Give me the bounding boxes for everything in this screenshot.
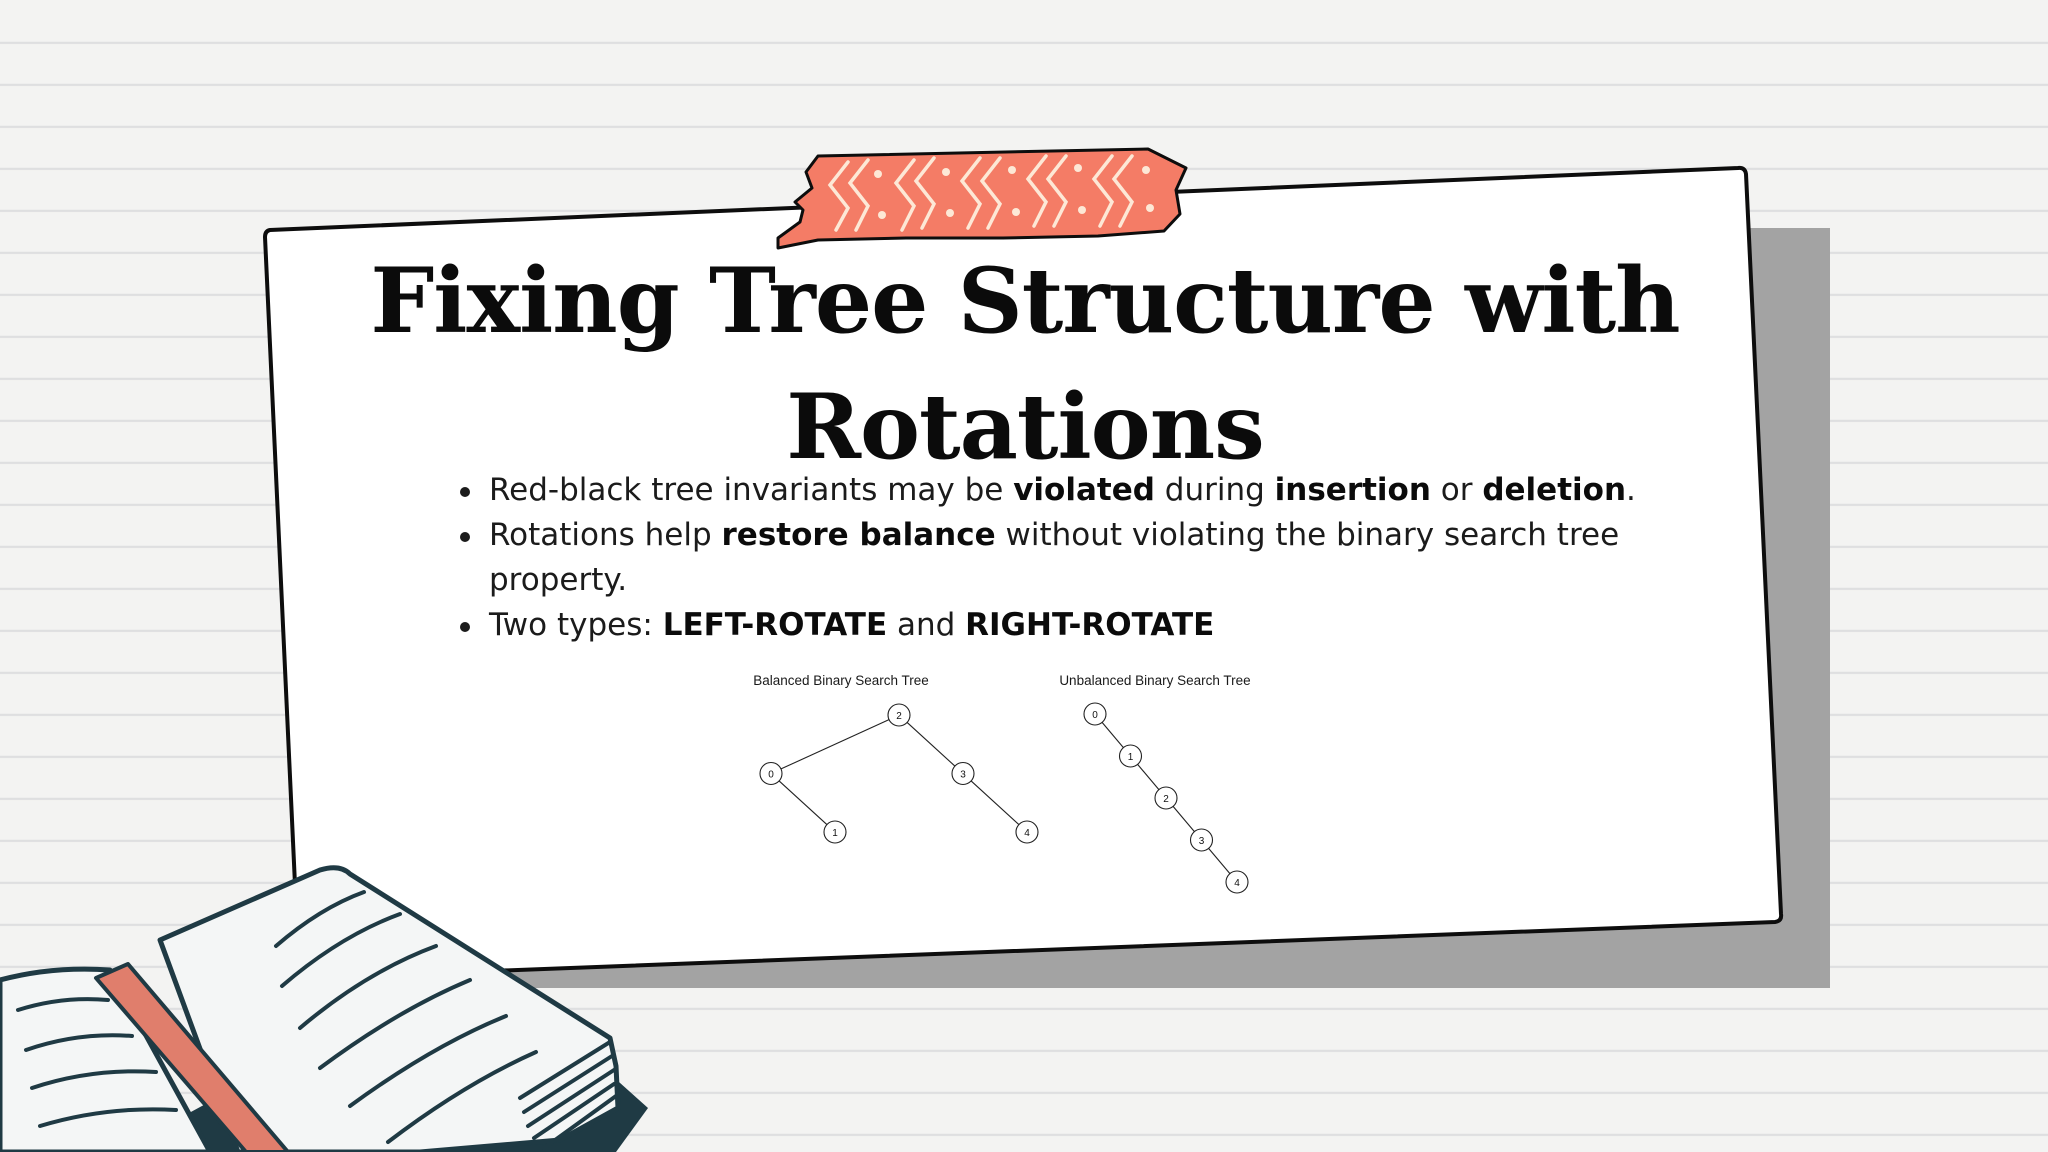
- tree-node: [1225, 870, 1249, 894]
- tree-edge: [906, 722, 956, 767]
- tree-node-label: 3: [960, 769, 966, 780]
- tree-node: [759, 761, 783, 786]
- bullet-text: and: [887, 607, 966, 643]
- open-book-illustration: [0, 865, 648, 1152]
- tree-edge: [970, 780, 1020, 825]
- tree-node: [1118, 744, 1143, 768]
- tree-node-label: 3: [1199, 836, 1205, 847]
- tree-node-label: 2: [896, 711, 902, 722]
- tree-edge: [1137, 764, 1160, 790]
- slide-title: Fixing Tree Structure with Rotations: [370, 248, 1680, 480]
- tree-node: [1189, 828, 1214, 852]
- tree-node-label: 0: [1092, 710, 1098, 721]
- bullet-dot: [460, 487, 470, 497]
- tree-node-label: 4: [1024, 828, 1030, 839]
- tree-node: [887, 703, 911, 727]
- bullet-list: Red-black tree invariants may be violate…: [460, 468, 1649, 648]
- washi-tape-decoration: [776, 147, 1188, 250]
- tree-node: [1015, 820, 1039, 844]
- tree-edge: [1208, 848, 1231, 874]
- bullet-text: without violating the binary search tree…: [489, 517, 1620, 598]
- tree-node: [1083, 702, 1107, 726]
- bullet-text: Red-black tree invariants may be: [489, 472, 1014, 508]
- tree-edge: [778, 780, 828, 825]
- balanced-tree: Balanced Binary Search Tree 2 0 3 1 4: [753, 673, 1039, 844]
- unbalanced-tree: Unbalanced Binary Search Tree 0 1 2 3 4: [1059, 673, 1251, 894]
- bullet-text: during: [1154, 472, 1275, 508]
- tree-node-label: 2: [1163, 794, 1169, 805]
- bullet-item: Two types: LEFT-ROTATE and RIGHT-ROTATE: [460, 603, 1649, 648]
- bullet-emphasis: insertion: [1274, 472, 1431, 508]
- bullet-text: or: [1430, 472, 1483, 508]
- bullet-emphasis: RIGHT-ROTATE: [965, 607, 1215, 643]
- tree-edge: [1172, 806, 1195, 832]
- tree-edge: [1101, 722, 1124, 748]
- tree-node: [1154, 786, 1178, 810]
- bullet-emphasis: LEFT-ROTATE: [662, 607, 888, 643]
- tree-edge: [780, 719, 890, 770]
- tree-node-label: 4: [1234, 878, 1240, 889]
- tree-node-label: 1: [832, 828, 838, 839]
- bullet-emphasis: restore balance: [721, 517, 996, 553]
- bullet-text: .: [1626, 472, 1636, 508]
- bullet-item: Red-black tree invariants may be violate…: [460, 468, 1649, 513]
- tree-node-label: 1: [1128, 752, 1134, 763]
- unbalanced-tree-title: Unbalanced Binary Search Tree: [1059, 673, 1250, 688]
- content-card: [263, 165, 1784, 980]
- bullet-text: Rotations help: [489, 517, 722, 553]
- bullet-dot: [460, 622, 470, 632]
- bullet-text: Two types:: [489, 607, 663, 643]
- tree-node-label: 0: [768, 769, 774, 780]
- balanced-tree-title: Balanced Binary Search Tree: [753, 673, 929, 688]
- bullet-emphasis: deletion: [1482, 472, 1627, 508]
- tree-node: [823, 820, 847, 844]
- tree-node: [951, 761, 975, 786]
- bullet-item: Rotations help restore balance without v…: [460, 513, 1649, 603]
- bullet-emphasis: violated: [1013, 472, 1155, 508]
- bullet-dot: [460, 532, 470, 542]
